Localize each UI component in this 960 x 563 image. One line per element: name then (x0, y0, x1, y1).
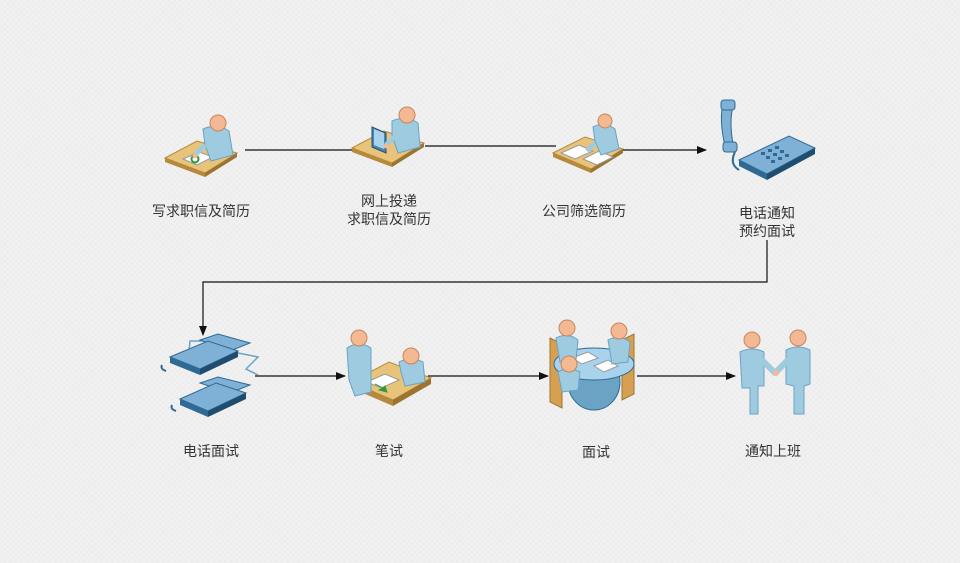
interview-round-table-icon (549, 319, 635, 411)
desk-telephone-icon (720, 99, 817, 180)
person-writing-desk-icon (163, 114, 239, 177)
connectors (199, 145, 768, 380)
step-label-screen-resume: 公司筛选简历 (542, 204, 626, 220)
step-label-phone-interview: 电话面试 (183, 444, 239, 460)
step-label-interview: 面试 (582, 445, 610, 461)
two-telephones-icon (160, 333, 260, 417)
person-reviewing-papers-icon (551, 113, 625, 173)
step-label-offer: 通知上班 (745, 444, 801, 460)
connector-4-5 (199, 240, 768, 336)
step-label-submit-online: 网上投递 求职信及简历 (347, 194, 431, 228)
person-computer-desk-icon (350, 106, 426, 167)
written-test-desk-icon (346, 329, 433, 406)
handshake-icon (739, 329, 811, 415)
step-label-write-resume: 写求职信及简历 (152, 204, 250, 220)
step-label-phone-notify: 电话通知 预约面试 (739, 206, 795, 240)
step-label-written-test: 笔试 (375, 444, 403, 460)
